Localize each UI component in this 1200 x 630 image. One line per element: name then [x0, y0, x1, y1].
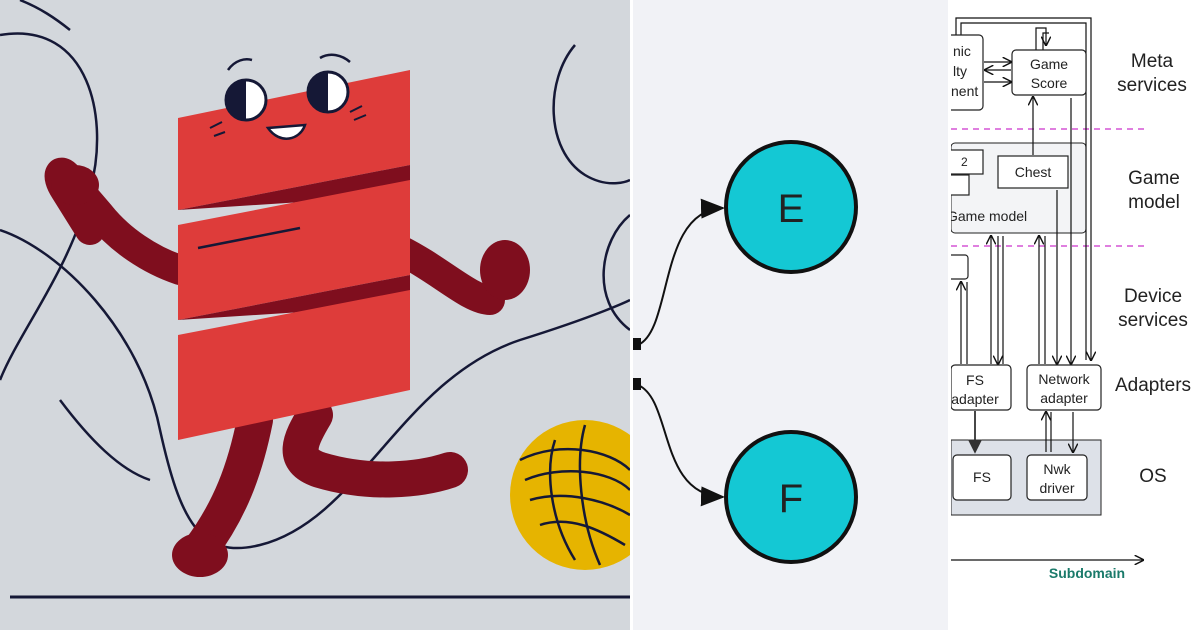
layer-label-device-2: services [1118, 310, 1188, 331]
swoosh-line [552, 44, 630, 185]
chest-label: Chest [1015, 164, 1052, 180]
node-graph: E F [633, 140, 858, 564]
subdomain-axis-label: Subdomain [1049, 565, 1125, 581]
scala-logo-body [178, 70, 410, 440]
network-adapter-line2: adapter [1040, 390, 1088, 406]
fs-adapter-line2: adapter [951, 391, 999, 407]
layer-label-os: OS [1139, 466, 1166, 487]
device-service-box[interactable] [951, 254, 969, 280]
layer-label-meta-1: Meta [1131, 51, 1174, 72]
edge-to-e [637, 198, 725, 346]
yarn-ball [510, 420, 630, 570]
left-hand [51, 165, 99, 205]
routing-line [1042, 32, 1049, 52]
architecture-diagram: nic lty nent Game Score Chest 2 Game mod… [951, 17, 1191, 581]
node-e-label: E [778, 187, 805, 231]
game-model-label: Game model [951, 208, 1027, 224]
nwk-driver-line2: driver [1039, 480, 1074, 496]
dynamic-difficulty-line1: nic [953, 43, 971, 59]
game-score-box[interactable] [1011, 49, 1087, 96]
node-e-circle [724, 140, 858, 274]
scala-mascot-illustration [0, 0, 630, 599]
nwk-driver-box[interactable] [1026, 454, 1088, 501]
game-score-line1: Game [1030, 56, 1068, 72]
layer-label-game-2: model [1128, 192, 1180, 213]
dynamic-difficulty-box[interactable] [951, 34, 984, 111]
right-arm [385, 235, 505, 315]
mascot-face [209, 53, 367, 140]
fs-adapter-box[interactable] [951, 364, 1012, 411]
fs-adapter-line1: FS [966, 372, 984, 388]
edge-to-f [637, 384, 725, 507]
layer-label-device-1: Device [1124, 286, 1182, 307]
graph-node-e[interactable]: E [724, 140, 858, 274]
nwk-driver-line1: Nwk [1043, 461, 1071, 477]
swoosh-line [19, 0, 71, 31]
illustration-panel [0, 0, 630, 630]
architecture-panel: nic lty nent Game Score Chest 2 Game mod… [951, 0, 1200, 630]
right-leg [282, 397, 468, 498]
edge-stub [633, 378, 641, 390]
layer-label-game-1: Game [1128, 168, 1180, 189]
clipped-box[interactable] [951, 149, 984, 175]
routing-line [1035, 27, 1046, 50]
fs-label: FS [973, 469, 991, 485]
network-adapter-box[interactable] [1026, 364, 1102, 411]
swoosh-line [602, 214, 630, 331]
edge-stub [633, 338, 641, 350]
dynamic-difficulty-line3: nent [951, 83, 978, 99]
right-hand [480, 240, 530, 300]
left-leg [182, 402, 273, 568]
routing-line [955, 17, 1091, 360]
chest-box[interactable] [997, 155, 1069, 189]
game-score-line2: Score [1031, 75, 1068, 91]
clipped-box-label: 2 [961, 155, 968, 169]
swoosh-line [0, 228, 630, 550]
node-f-circle [724, 430, 858, 564]
routing-line [960, 22, 1087, 360]
graph-panel: E F [633, 0, 948, 630]
fs-box[interactable] [952, 454, 1012, 501]
clipped-box[interactable] [951, 174, 970, 196]
node-f-label: F [779, 477, 803, 521]
dynamic-difficulty-line2: lty [953, 63, 967, 79]
network-adapter-line1: Network [1038, 371, 1090, 387]
graph-node-f[interactable]: F [724, 430, 858, 564]
swoosh-line [59, 399, 151, 482]
layer-label-adapters: Adapters [1115, 375, 1191, 396]
layer-label-meta-2: services [1117, 75, 1187, 96]
